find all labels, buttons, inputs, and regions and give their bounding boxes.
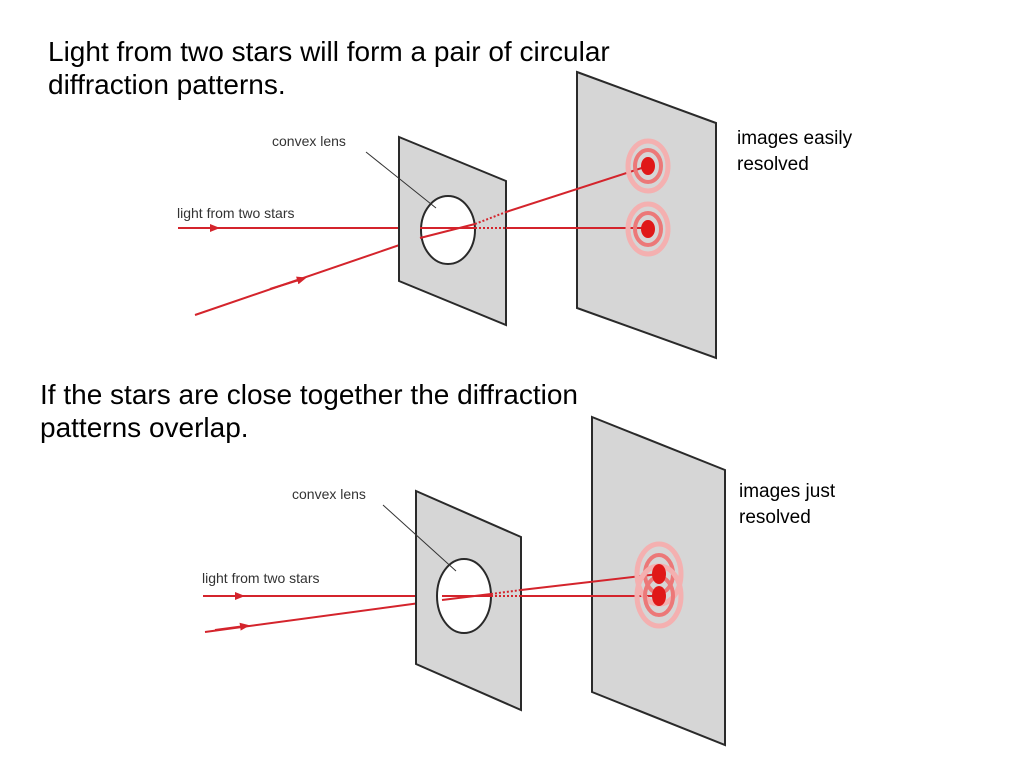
diffraction-core [652,564,666,584]
label-light-from-two-stars: light from two stars [202,570,319,586]
note-easily-resolved: images easily resolved [737,126,852,178]
label-leader-line [382,504,457,572]
diagram-easily-resolved: convex lens light from two stars [177,70,717,360]
heading-line: diffraction patterns. [48,69,286,100]
ray-arrow-oblique [214,622,250,631]
diffraction-core [652,586,666,606]
diffraction-pattern [625,138,671,194]
label-convex-lens: convex lens [272,133,346,149]
diagram-just-resolved: convex lens light from two stars [202,415,726,747]
ray-arrow-oblique [269,276,307,290]
note-line: images just [739,481,836,502]
note-line: resolved [737,154,809,175]
note-just-resolved: images just resolved [739,479,835,531]
label-light-from-two-stars: light from two stars [177,205,294,221]
heading-close-stars: If the stars are close together the diff… [40,378,578,444]
note-line: images easily [737,128,853,149]
heading-line: Light from two stars will form a pair of… [48,36,610,67]
diffraction-pattern [625,201,671,257]
ray-hidden-dotted [490,589,522,595]
ray-through-lens [419,223,476,239]
ray-through-lens [441,593,492,601]
heading-two-stars: Light from two stars will form a pair of… [48,35,610,101]
label-leader-line [365,151,437,209]
ray-to-screen [505,165,649,213]
heading-line: If the stars are close together the diff… [40,379,579,410]
label-convex-lens: convex lens [292,486,366,502]
ray-oblique [194,237,421,316]
ray-hidden-dotted [474,211,507,225]
note-line: resolved [739,507,811,528]
heading-line: patterns overlap. [40,412,249,443]
